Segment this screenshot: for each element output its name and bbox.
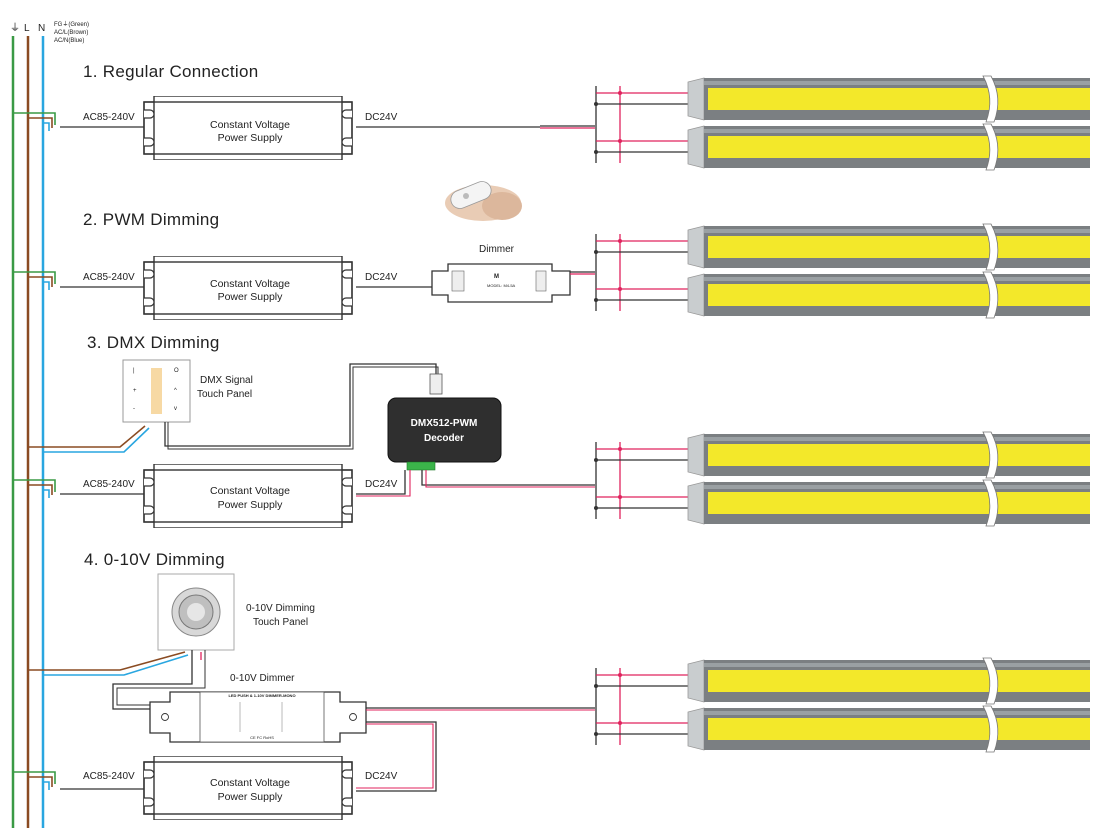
section-title: 2. PWM Dimming — [83, 210, 219, 229]
svg-text:+: + — [133, 388, 137, 394]
live-label: L — [24, 23, 30, 34]
psu-label-line2: Power Supply — [218, 132, 284, 144]
decoder-label-line2: Decoder — [424, 433, 464, 444]
dimmer-label: 0-10V Dimmer — [230, 673, 295, 684]
svg-text:-: - — [133, 406, 135, 412]
panel-label-line2: Touch Panel — [253, 617, 308, 628]
strip-pair-3 — [594, 431, 1090, 527]
output-voltage-label: DC24V — [365, 272, 398, 283]
pwm-dimmer-module: M MODEL: M4-5A — [431, 263, 571, 303]
legend-ground: FG⏚(Green) — [54, 21, 89, 28]
legend-neutral: AC/N(Blue) — [54, 38, 84, 44]
section-title: 4. 0-10V Dimming — [84, 550, 225, 569]
strip-pair-2 — [594, 223, 1090, 319]
psu-label-line2: Power Supply — [218, 791, 284, 803]
input-voltage-label: AC85-240V — [83, 771, 135, 782]
dimmer-header: LED PUSH & 1-10V DIMMER-MONO — [228, 693, 295, 698]
psu-label-line1: Constant Voltage — [210, 119, 290, 131]
legend-live: AC/L(Brown) — [54, 30, 88, 36]
output-voltage-label: DC24V — [365, 112, 398, 123]
led-strip — [594, 657, 1090, 705]
panel-label-line1: 0-10V Dimming — [246, 603, 315, 614]
mains-taps — [13, 112, 189, 790]
output-voltage-label: DC24V — [365, 771, 398, 782]
led-strip — [594, 705, 1090, 753]
0-10v-dimmer-module: LED PUSH & 1-10V DIMMER-MONO CE FC RoHS — [149, 691, 367, 743]
dimmer-model: MODEL: M4-5A — [487, 283, 516, 288]
psu-label-line1: Constant Voltage — [210, 777, 290, 789]
svg-text:v: v — [174, 406, 177, 412]
section-title: 1. Regular Connection — [83, 62, 258, 81]
svg-text:O: O — [174, 368, 179, 374]
section-0-10v-dimming: 4. 0-10V Dimming 0-10V Dimming Touch Pan… — [60, 550, 595, 820]
input-voltage-label: AC85-240V — [83, 112, 135, 123]
led-strip-groups — [594, 75, 1090, 753]
section-title: 3. DMX Dimming — [87, 333, 220, 352]
led-strip — [594, 479, 1090, 527]
decoder-label-line1: DMX512-PWM — [411, 418, 478, 429]
led-strip — [594, 123, 1090, 171]
svg-text:|: | — [133, 368, 135, 374]
led-strip — [594, 75, 1090, 123]
strip-pair-4 — [594, 657, 1090, 753]
svg-text:^: ^ — [174, 388, 177, 394]
led-strip — [594, 431, 1090, 479]
section-pwm-dimming: 2. PWM Dimming AC85-240V Constant Voltag… — [60, 181, 595, 320]
psu-label-line1: Constant Voltage — [210, 485, 290, 497]
ground-symbol: ⏚ — [10, 22, 20, 34]
neutral-label: N — [38, 23, 45, 34]
psu-label-line2: Power Supply — [218, 499, 284, 511]
psu-label-line2: Power Supply — [218, 291, 284, 303]
remote-control-image — [445, 181, 522, 221]
dimmer-logo: M — [494, 274, 499, 280]
mains-bus — [11, 36, 45, 828]
dimmer-label: Dimmer — [479, 244, 515, 255]
panel-label-line2: Touch Panel — [197, 389, 252, 400]
led-strip — [594, 271, 1090, 319]
psu-label-line1: Constant Voltage — [210, 278, 290, 290]
section-regular-connection: 1. Regular Connection AC85-240V Constant… — [60, 62, 595, 160]
dmx-decoder: DMX512-PWM Decoder — [387, 397, 502, 471]
strip-pair-1 — [594, 75, 1090, 171]
input-voltage-label: AC85-240V — [83, 272, 135, 283]
dmx-touch-panel: | O + ^ - v — [122, 359, 191, 423]
output-voltage-label: DC24V — [365, 479, 398, 490]
section-dmx-dimming: 3. DMX Dimming | O + ^ - v DMX Signal To… — [60, 333, 595, 528]
input-voltage-label: AC85-240V — [83, 479, 135, 490]
dimmer-marks: CE FC RoHS — [250, 735, 274, 740]
mains-legend: ⏚ L N FG⏚(Green) AC/L(Brown) AC/N(Blue) — [10, 21, 89, 44]
0-10v-touch-panel — [157, 573, 235, 651]
panel-label-line1: DMX Signal — [200, 375, 253, 386]
led-strip — [594, 223, 1090, 271]
